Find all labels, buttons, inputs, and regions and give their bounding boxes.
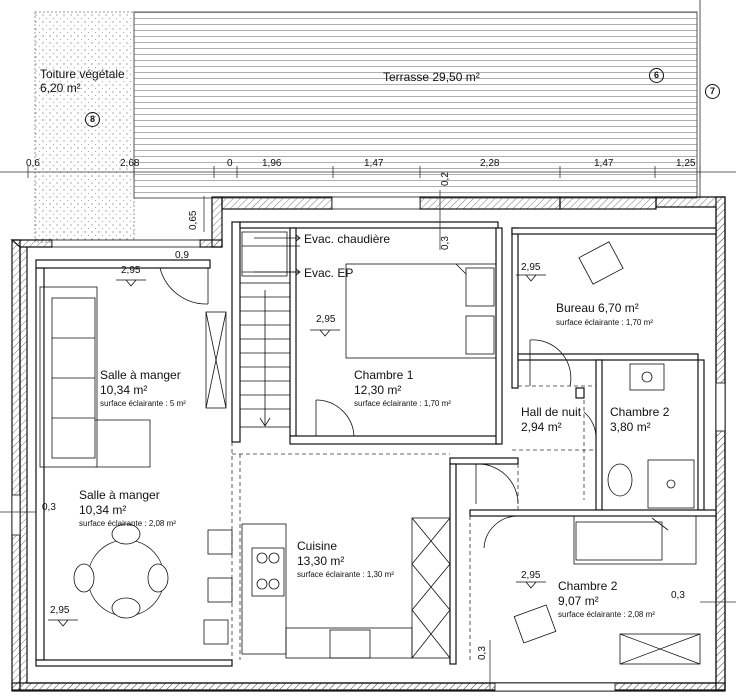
salle1-area: 10,34 m²: [100, 383, 148, 397]
level-5: 2,95: [521, 570, 541, 581]
top-dimension-line: [0, 166, 736, 232]
terrace-label: Terrasse 29,50 m²: [383, 70, 480, 84]
level-4: 2,95: [50, 605, 70, 616]
hall-area: 2,94 m²: [521, 420, 562, 434]
office-chair: [578, 241, 624, 285]
bureau-name: Bureau 6,70 m²: [556, 301, 639, 315]
chambre2a-name: Chambre 2: [610, 405, 670, 419]
chambre2b-name: Chambre 2: [558, 579, 618, 593]
level-markers: [48, 274, 546, 627]
chambre2b-light: surface éclairante : 2,08 m²: [558, 610, 655, 619]
dim-right-03: 0,3: [671, 590, 685, 601]
roof-name: Toiture végétale: [40, 67, 125, 81]
roof-area: 6,20 m²: [40, 81, 81, 95]
chambre2b-area: 9,07 m²: [558, 594, 599, 608]
terrace-area: [133, 11, 698, 199]
chambre1-name: Chambre 1: [354, 368, 414, 382]
green-roof-area: [34, 11, 135, 243]
chambre1-light: surface éclairante : 1,70 m²: [354, 399, 451, 408]
bureau-light: surface éclairante : 1,70 m²: [556, 318, 653, 327]
marker-8: 8: [85, 112, 100, 127]
evac-arrows: [254, 234, 301, 276]
evac-boiler-label: Evac. chaudière: [304, 232, 391, 246]
salle1-name: Salle à manger: [100, 368, 181, 382]
side-dimension-lines: [0, 190, 736, 690]
cuisine-name: Cuisine: [297, 539, 338, 553]
dim-top-3: 0: [227, 158, 233, 169]
bed-chambre-2: [513, 515, 701, 665]
level-2: 2,95: [316, 314, 336, 325]
dim-left-03: 0,3: [42, 502, 56, 513]
evac-ep-label: Evac. EP: [304, 266, 354, 280]
cuisine-area: 13,30 m²: [297, 554, 345, 568]
dim-top-7: 1,47: [594, 158, 614, 169]
bed-chambre-1: [345, 263, 497, 359]
dim-top-8: 1,25: [676, 158, 696, 169]
exterior-walls: [10, 196, 726, 692]
level-1: 2,95: [121, 265, 141, 276]
salle1-light: surface éclairante : 5 m²: [100, 399, 186, 408]
dim-top-5: 1,47: [364, 158, 384, 169]
kitchen-fittings: [203, 517, 451, 659]
cuisine-light: surface éclairante : 1,30 m²: [297, 570, 394, 579]
chambre2a-area: 3,80 m²: [610, 420, 651, 434]
dim-top-1: 0,6: [26, 158, 40, 169]
chambre1-area: 12,30 m²: [354, 383, 402, 397]
bathroom-fixtures: [607, 363, 695, 509]
dim-065: 0,65: [188, 210, 199, 230]
salle2-light: surface éclairante : 2,08 m²: [79, 519, 176, 528]
marker-7: 7: [705, 84, 720, 99]
dim-03-top: 0,3: [440, 236, 451, 250]
doors: [159, 267, 597, 549]
dim-02: 0,2: [440, 172, 451, 186]
salle2-name: Salle à manger: [79, 488, 160, 502]
dining-table: [73, 523, 169, 619]
sofa: [39, 286, 151, 468]
marker-6: 6: [649, 68, 664, 83]
dim-top-6: 2,28: [480, 158, 500, 169]
hall-name: Hall de nuit: [521, 405, 582, 419]
salle2-area: 10,34 m²: [79, 503, 127, 517]
dim-09: 0,9: [175, 250, 189, 261]
dim-top-2: 2,68: [120, 158, 140, 169]
staircase: [239, 231, 300, 428]
level-3: 2,95: [521, 262, 541, 273]
windows: [11, 196, 726, 692]
dim-03-bottom: 0,3: [477, 646, 488, 660]
dim-top-4: 1,96: [262, 158, 282, 169]
cabinet: [205, 311, 227, 409]
